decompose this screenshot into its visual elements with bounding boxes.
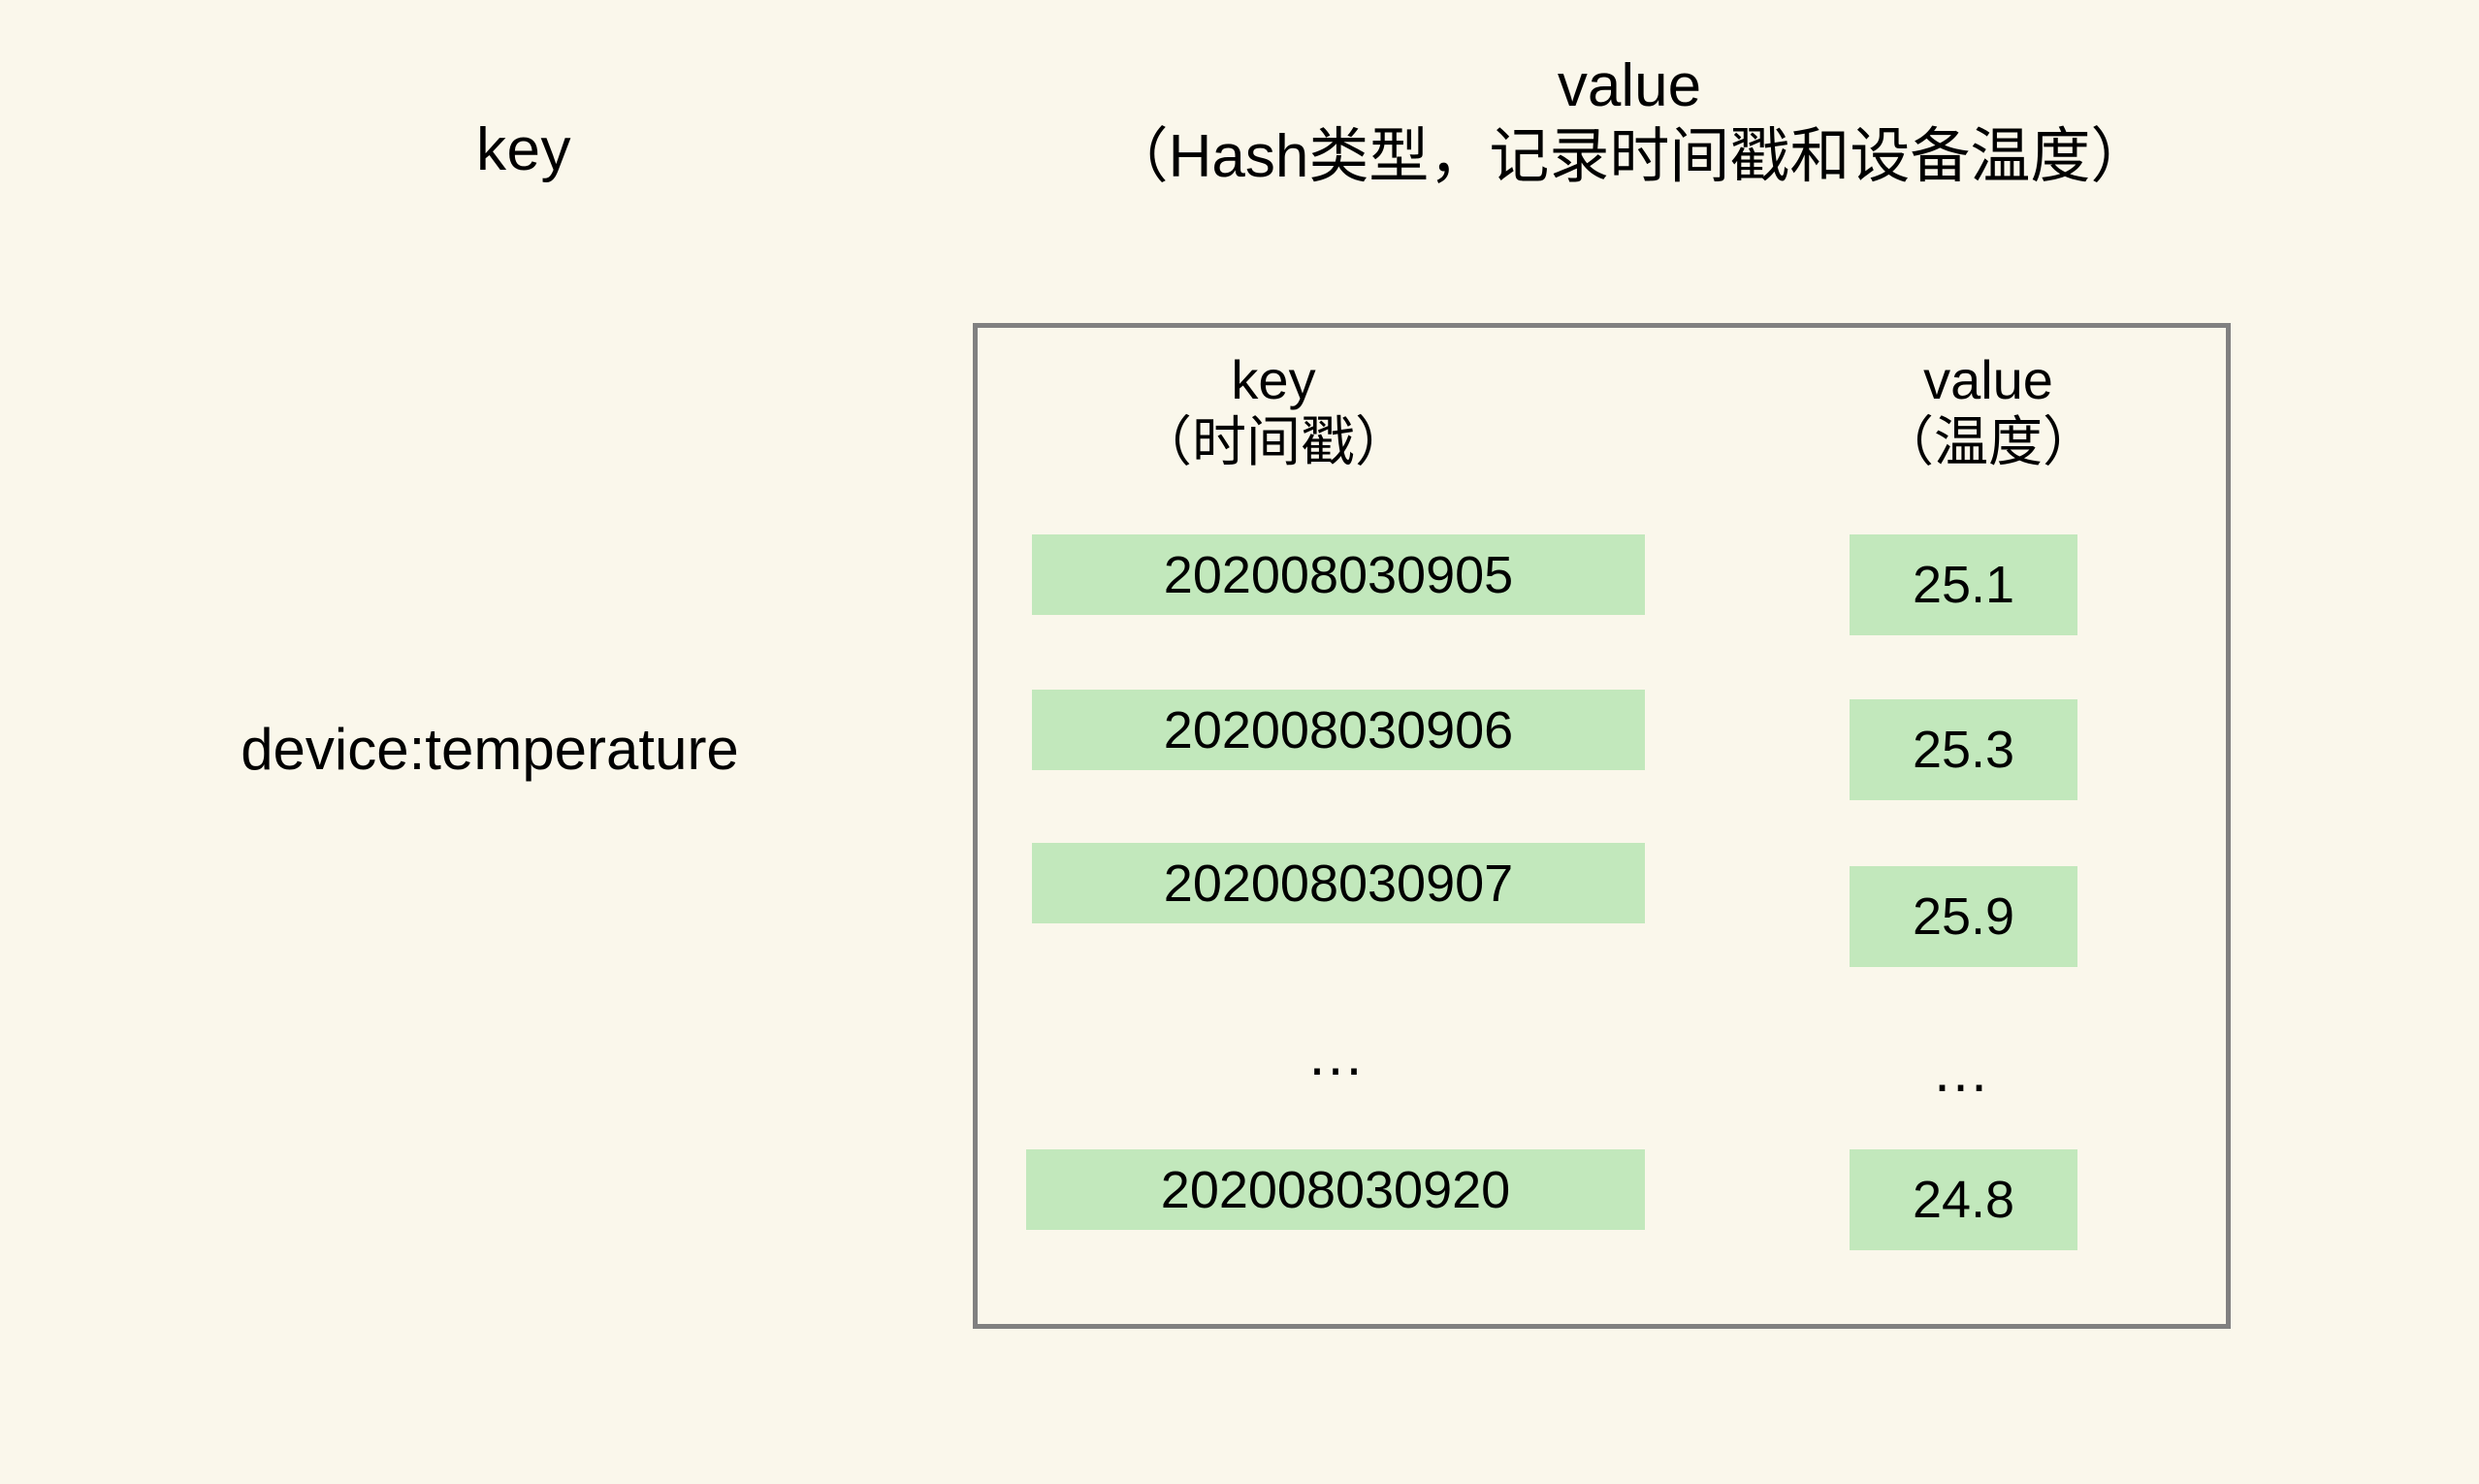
hash-field-cell: 202008030920 bbox=[1026, 1149, 1645, 1230]
hash-field-cell: 202008030906 bbox=[1032, 690, 1645, 770]
hash-value-cell: 25.9 bbox=[1850, 866, 2077, 967]
hash-value-cell: 25.3 bbox=[1850, 699, 2077, 800]
hash-field-cell: 202008030905 bbox=[1032, 534, 1645, 615]
hash-value-column-header-subtitle: （温度） bbox=[1880, 410, 2097, 472]
top-value-caption: value （Hash类型，记录时间戳和设备温度） bbox=[970, 50, 2289, 192]
hash-value-column-header: value （温度） bbox=[1789, 349, 2187, 473]
hash-field-ellipsis: … bbox=[1306, 1022, 1370, 1087]
hash-value-cell: 24.8 bbox=[1850, 1149, 2077, 1250]
hash-field-column-header-title: key bbox=[1231, 349, 1316, 410]
redis-key-name: device:temperature bbox=[241, 717, 739, 782]
hash-value-ellipsis: … bbox=[1931, 1039, 1996, 1104]
hash-field-column-header-subtitle: （时间戳） bbox=[1138, 410, 1409, 472]
top-value-caption-title: value bbox=[1557, 52, 1702, 119]
hash-field-column-header: key （时间戳） bbox=[1041, 349, 1506, 473]
hash-field-cell: 202008030907 bbox=[1032, 843, 1645, 923]
hash-value-cell: 25.1 bbox=[1850, 534, 2077, 635]
top-value-caption-subtitle: （Hash类型，记录时间戳和设备温度） bbox=[1108, 123, 2151, 191]
top-key-caption: key bbox=[476, 116, 571, 183]
hash-value-column-header-title: value bbox=[1923, 349, 2053, 410]
